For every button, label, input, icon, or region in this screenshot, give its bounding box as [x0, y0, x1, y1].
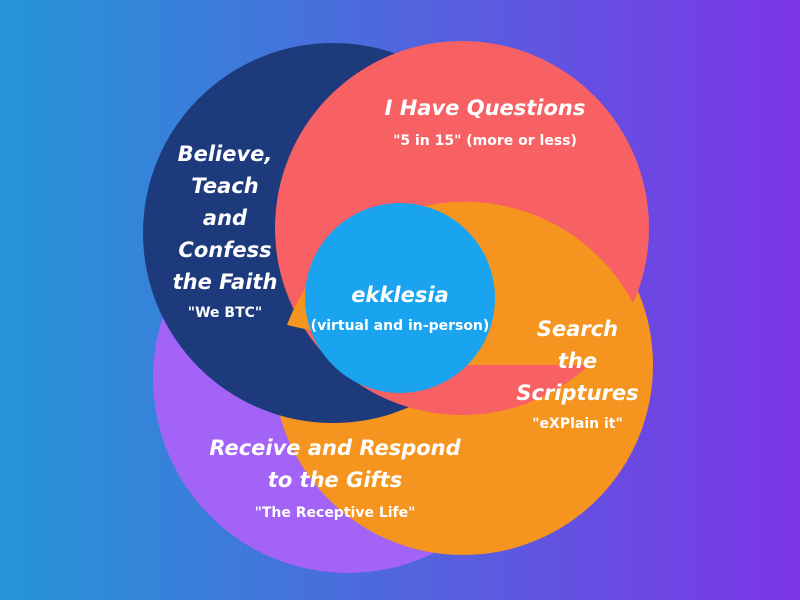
scriptures-title: Search the Scriptures [516, 317, 639, 405]
believe-label: Believe, Teach and Confess the Faith "We… [160, 138, 290, 322]
center-title: ekklesia [351, 283, 449, 307]
circle-center [305, 203, 495, 393]
receive-subtitle: "The Receptive Life" [254, 505, 416, 521]
center-label: ekklesia (virtual and in-person) [310, 279, 490, 335]
believe-subtitle: "We BTC" [187, 305, 263, 321]
center-subtitle: (virtual and in-person) [310, 318, 490, 334]
questions-label: I Have Questions "5 in 15" (more or less… [370, 92, 600, 150]
questions-subtitle: "5 in 15" (more or less) [393, 133, 577, 149]
receive-label: Receive and Respond to the Gifts "The Re… [205, 432, 465, 522]
questions-title: I Have Questions [384, 96, 586, 120]
believe-title: Believe, Teach and Confess the Faith [172, 142, 278, 294]
scriptures-subtitle: "eXPlain it" [532, 416, 623, 432]
scriptures-label: Search the Scriptures "eXPlain it" [505, 313, 650, 433]
receive-title: Receive and Respond to the Gifts [209, 436, 461, 492]
